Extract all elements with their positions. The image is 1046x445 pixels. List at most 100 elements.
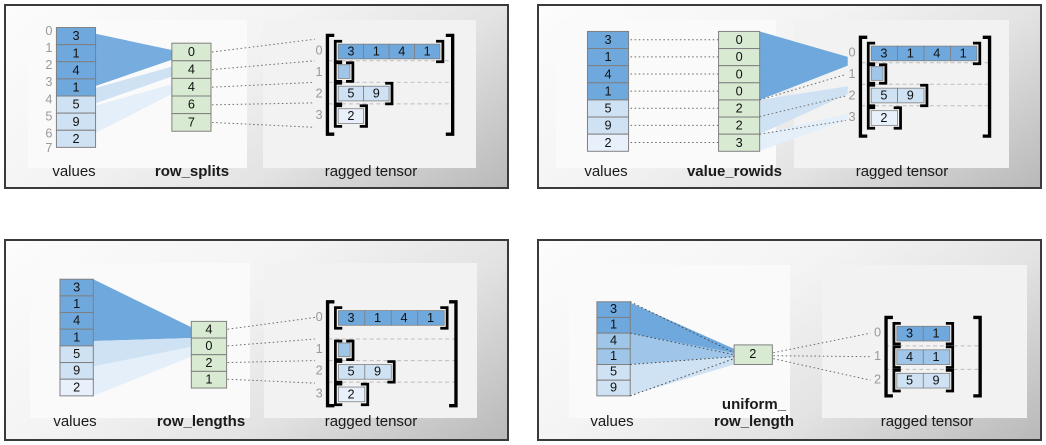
ragged-tensor: 3 1 4 1 5 9 (848, 35, 992, 138)
encoding-label: row_lengths (156, 413, 246, 430)
value-cell: 4 (72, 62, 79, 77)
fan-dark (628, 301, 735, 357)
row-lengths-column: 4 0 2 1 (190, 320, 228, 389)
panel-row-lengths: 3 1 4 1 5 9 2 4 0 2 1 (4, 239, 509, 441)
value-index: 0 (45, 23, 52, 38)
fan-dark (759, 31, 848, 100)
value-index: 3 (45, 74, 52, 89)
encoding-cell: 0 (736, 66, 743, 81)
tensor-cell: 9 (374, 364, 381, 379)
tensor-row-empty (866, 63, 888, 85)
tensor-row-index: 0 (874, 324, 881, 339)
tensor-row: 3 1 4 1 (334, 306, 449, 330)
tensor-cell: 1 (374, 310, 381, 325)
outer-bracket-right (973, 315, 982, 398)
tensor-row-empty (333, 61, 355, 83)
tensor-row: 5 9 (892, 369, 955, 393)
values-column: 3 1 4 1 5 9 2 (586, 30, 630, 152)
encoding-cell: 7 (188, 114, 195, 129)
value-cell: 4 (73, 313, 80, 328)
tensor-label: ragged tensor (324, 163, 418, 180)
encoding-cell: 2 (736, 101, 743, 116)
tensor-row-index: 1 (874, 348, 881, 363)
tensor-row: 3 1 4 1 (333, 39, 445, 64)
row-splits-column: 0 4 4 6 7 (171, 42, 212, 132)
tensor-row: 2 (866, 106, 902, 130)
tensor-cell: 1 (427, 310, 434, 325)
tensor-row-index: 1 (315, 64, 322, 79)
tensor-row-index: 0 (316, 309, 323, 324)
tensor-row-index: 3 (316, 385, 323, 400)
tensor-cell: 1 (373, 43, 380, 58)
outer-bracket-left (325, 33, 335, 136)
uniform-row-length-box: 2 (733, 344, 773, 365)
tensor-cell: 5 (906, 373, 913, 388)
tensor-cell: 4 (933, 45, 940, 60)
value-rowids-column: 0 0 0 0 2 2 3 (718, 30, 761, 152)
connector-lines (211, 38, 315, 128)
tensor-row: 3 1 (892, 321, 955, 346)
tensor-row-index: 0 (315, 42, 322, 57)
tensor-row-index: 2 (316, 363, 323, 378)
fan-dark (93, 279, 192, 341)
encoding-cell: 2 (736, 118, 743, 133)
value-cell: 5 (73, 346, 80, 361)
tensor-row-index: 3 (315, 107, 322, 122)
value-cell: 4 (604, 66, 611, 81)
encoding-label: row_splits (154, 163, 230, 180)
connector-lines (227, 316, 315, 384)
tensor-row: 5 9 (333, 81, 394, 106)
outer-bracket-left (884, 315, 893, 398)
panel-uniform-row-length: 3 1 4 1 5 9 2 (537, 239, 1042, 441)
tensor-cell: 1 (932, 325, 939, 340)
value-index: 1 (45, 40, 52, 55)
tensor-card (264, 263, 477, 418)
panel-4-graphics: 3 1 4 1 5 9 2 (596, 301, 982, 398)
value-cell: 3 (610, 301, 617, 316)
value-cell: 3 (72, 28, 79, 43)
tensor-row-index: 2 (315, 85, 322, 100)
tensor-cell: 9 (373, 85, 380, 100)
fan-light-2 (93, 346, 192, 396)
value-cell: 9 (73, 363, 80, 378)
outer-bracket-left (858, 35, 868, 138)
encoding-label: uniform_ row_length (713, 396, 794, 430)
value-cell: 2 (73, 379, 80, 394)
values-column: 3 1 4 1 5 9 2 (59, 278, 94, 397)
value-index: 6 (45, 126, 52, 141)
tensor-row: 2 (334, 382, 370, 407)
value-index: 2 (45, 57, 52, 72)
outer-bracket-left (325, 300, 335, 408)
tensor-cell: 2 (348, 386, 355, 401)
encoding-cell: 0 (736, 32, 743, 47)
tensor-row: 2 (333, 104, 368, 128)
tensor-cell: 3 (880, 45, 887, 60)
values-column: 3 1 4 1 5 9 (596, 301, 631, 397)
values-label: values (590, 413, 634, 430)
tensor-label: ragged tensor (855, 163, 949, 180)
fan-light (628, 356, 735, 396)
tensor-cell: 4 (400, 310, 407, 325)
tensor-cell: 2 (880, 110, 887, 125)
values-label: values (52, 163, 96, 180)
tensor-cell: 4 (398, 43, 405, 58)
value-cell: 1 (73, 329, 80, 344)
value-cell: 1 (604, 83, 611, 98)
tensor-label: ragged tensor (880, 413, 974, 430)
tensor-cell: 5 (348, 364, 355, 379)
value-cell: 2 (604, 135, 611, 150)
value-cell: 9 (72, 114, 79, 129)
value-cell: 4 (610, 332, 617, 347)
connector-lines (773, 332, 871, 381)
tensor-cell: 2 (347, 108, 354, 123)
tensor-row-index: 0 (848, 44, 855, 59)
ragged-tensor: 3 1 4 1 5 9 (316, 300, 458, 408)
value-cell: 1 (72, 45, 79, 60)
encoding-cell: 0 (736, 49, 743, 64)
encoding-cell: 4 (188, 61, 195, 76)
value-index: 7 (45, 140, 52, 155)
tensor-row-empty (334, 339, 355, 361)
panel-value-rowids: 3 1 4 1 5 9 2 (537, 4, 1042, 189)
encoding-cell: 0 (736, 83, 743, 98)
